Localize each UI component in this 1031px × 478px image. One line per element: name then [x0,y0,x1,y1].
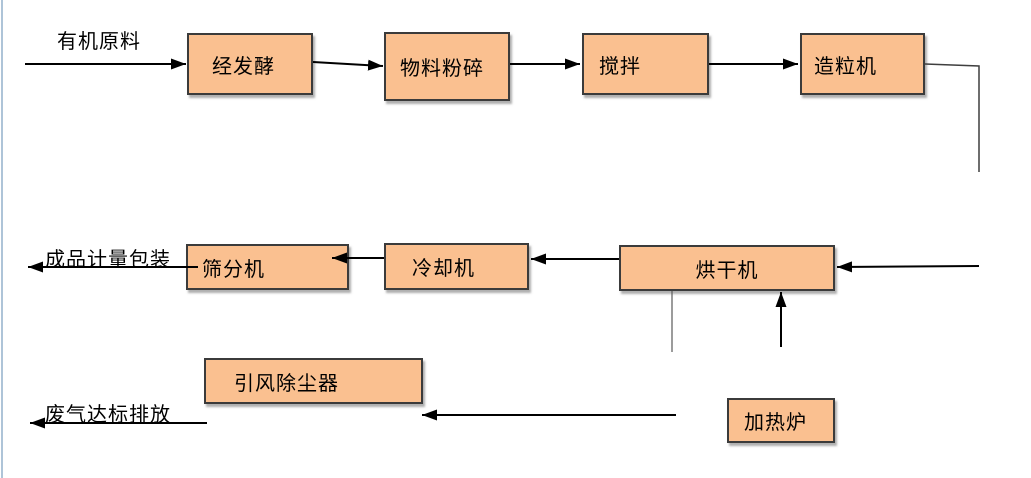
arrow-feed-to-drying [836,261,980,273]
node-drying-machine: 烘干机 [619,245,835,291]
arrow-fermentation-to-crushing [312,59,384,71]
node-screening-machine: 筛分机 [186,244,349,290]
line-granulator-down [924,63,980,172]
node-granulator: 造粒机 [800,33,925,95]
node-fermentation: 经发酵 [187,33,313,95]
label-organic-raw-material: 有机原料 [57,29,141,53]
label-exhaust-discharge: 废气达标排放 [45,402,171,426]
node-material-crushing: 物料粉碎 [384,32,510,101]
node-cooling-machine: 冷却机 [384,243,529,290]
node-heating-furnace: 加热炉 [727,398,835,443]
node-mixing: 搅拌 [582,33,709,95]
page-edge-line [1,0,3,478]
node-dust-collector: 引风除尘器 [204,358,423,404]
label-finished-product-packaging: 成品计量包装 [45,247,171,271]
